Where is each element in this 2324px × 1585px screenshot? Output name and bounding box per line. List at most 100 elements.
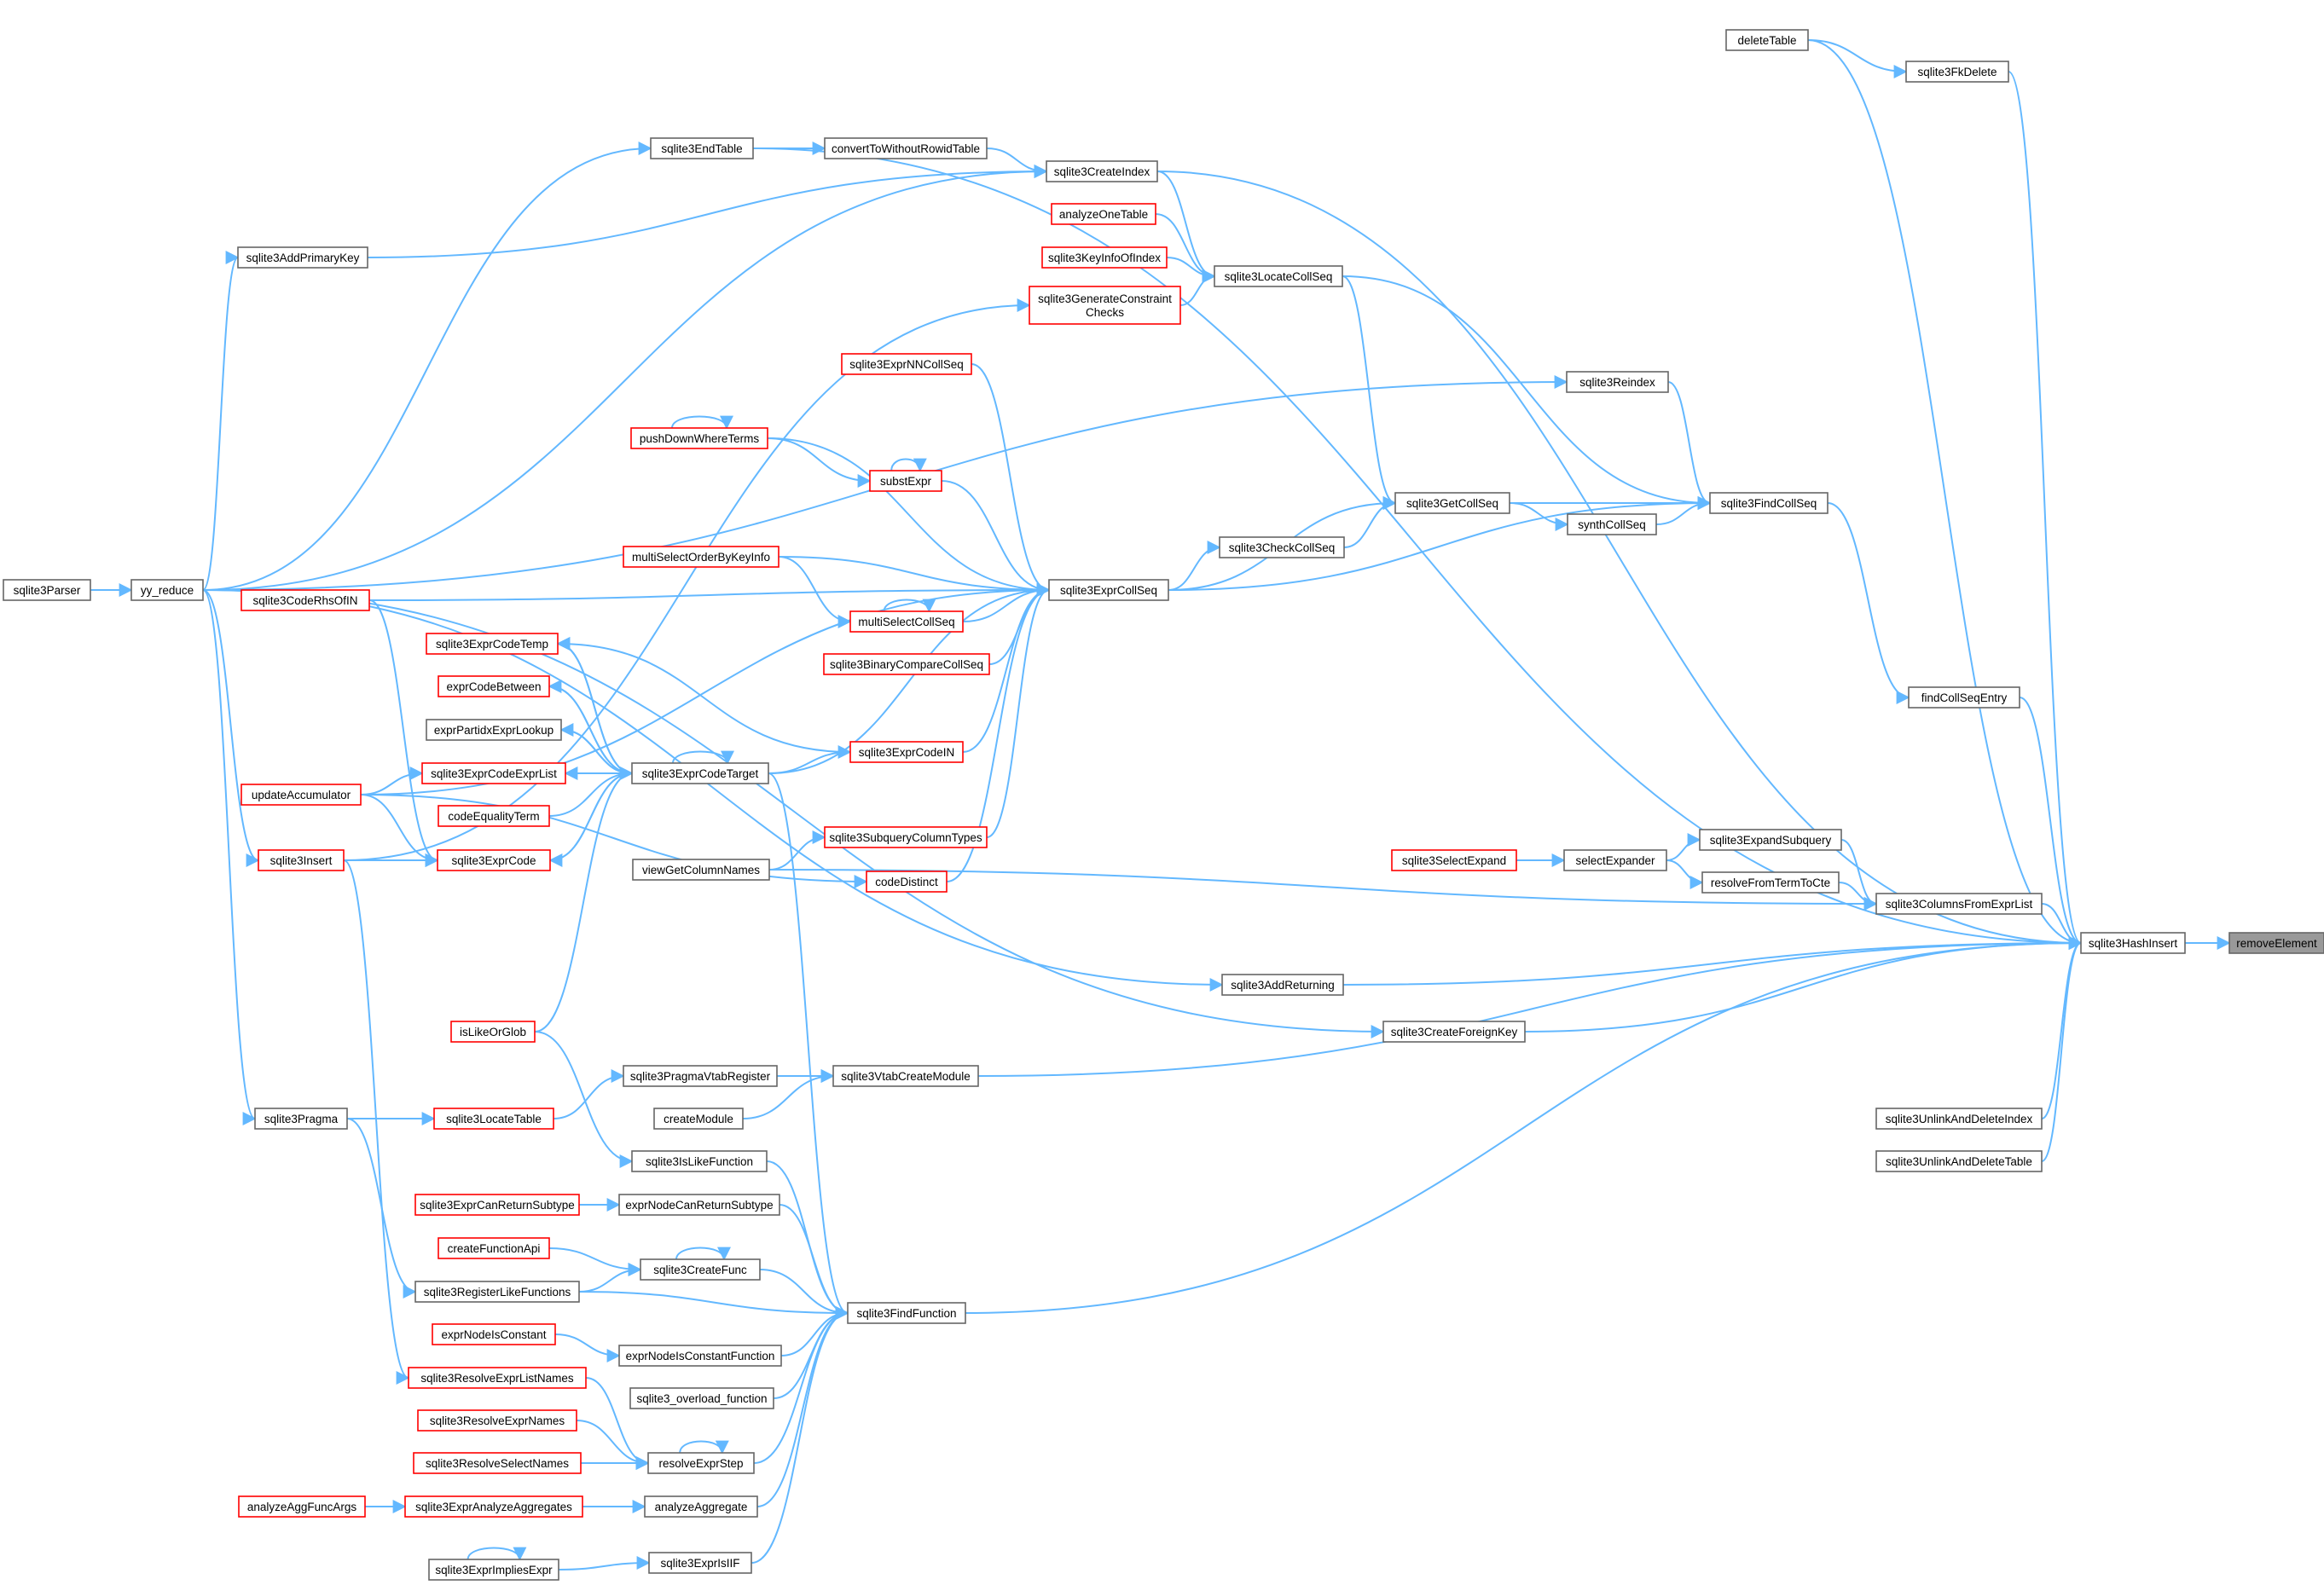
node-sqlite3ExpandSubquery[interactable]: sqlite3ExpandSubquery <box>1699 829 1842 851</box>
node-analyzeOneTable[interactable]: analyzeOneTable <box>1051 203 1156 225</box>
node-sqlite3ExprCodeExprList[interactable]: sqlite3ExprCodeExprList <box>421 762 566 784</box>
edge-sqlite3ResolveExprNames-to-resolveExprStep <box>576 1420 650 1470</box>
node-yy_reduce[interactable]: yy_reduce <box>130 579 204 601</box>
node-sqlite3_overload_function[interactable]: sqlite3_overload_function <box>629 1387 774 1409</box>
node-sqlite3KeyInfoOfIndex[interactable]: sqlite3KeyInfoOfIndex <box>1041 246 1168 269</box>
node-sqlite3ExprAnalyzeAggregates[interactable]: sqlite3ExprAnalyzeAggregates <box>404 1495 583 1518</box>
edge-selectExpander-to-sqlite3ExpandSubquery <box>1666 833 1701 861</box>
node-box <box>866 871 948 893</box>
node-sqlite3HashInsert[interactable]: sqlite3HashInsert <box>2080 932 2186 954</box>
node-analyzeAggFuncArgs[interactable]: analyzeAggFuncArgs <box>238 1495 366 1518</box>
node-removeElement[interactable]: removeElement <box>2228 932 2324 954</box>
node-sqlite3RegisterLikeFunctions[interactable]: sqlite3RegisterLikeFunctions <box>414 1281 580 1303</box>
node-sqlite3ExprCodeTarget[interactable]: sqlite3ExprCodeTarget <box>631 762 769 784</box>
node-deleteTable[interactable]: deleteTable <box>1725 29 1809 51</box>
node-sqlite3BinaryCompareCollSeq[interactable]: sqlite3BinaryCompareCollSeq <box>823 653 990 675</box>
node-box <box>1566 371 1669 393</box>
node-sqlite3CreateForeignKey[interactable]: sqlite3CreateForeignKey <box>1382 1021 1526 1043</box>
node-convertToWithoutRowidTable[interactable]: convertToWithoutRowidTable <box>824 137 988 159</box>
node-label: resolveFromTermToCte <box>1711 876 1830 889</box>
node-sqlite3ExprImpliesExpr[interactable]: sqlite3ExprImpliesExpr <box>428 1559 559 1581</box>
node-exprPartidxExprLookup[interactable]: exprPartidxExprLookup <box>426 719 562 741</box>
node-sqlite3AddPrimaryKey[interactable]: sqlite3AddPrimaryKey <box>237 246 368 269</box>
node-resolveExprStep[interactable]: resolveExprStep <box>647 1452 755 1474</box>
node-exprNodeCanReturnSubtype[interactable]: exprNodeCanReturnSubtype <box>618 1194 780 1216</box>
node-sqlite3LocateCollSeq[interactable]: sqlite3LocateCollSeq <box>1214 265 1343 287</box>
node-label: sqlite3AddPrimaryKey <box>246 252 360 264</box>
edge-sqlite3EndTable-to-sqlite3HashInsert <box>752 148 2083 950</box>
node-sqlite3FindCollSeq[interactable]: sqlite3FindCollSeq <box>1709 492 1828 514</box>
node-sqlite3FkDelete[interactable]: sqlite3FkDelete <box>1905 61 2009 83</box>
node-sqlite3SubqueryColumnTypes[interactable]: sqlite3SubqueryColumnTypes <box>824 826 988 848</box>
edge-multiSelectOrderByKeyInfo-to-sqlite3ExprCollSeq <box>778 556 1051 597</box>
node-sqlite3ExprCanReturnSubtype[interactable]: sqlite3ExprCanReturnSubtype <box>414 1194 580 1216</box>
node-sqlite3PragmaVtabRegister[interactable]: sqlite3PragmaVtabRegister <box>623 1065 778 1087</box>
node-sqlite3ExprCodeTemp[interactable]: sqlite3ExprCodeTemp <box>426 633 559 655</box>
edge-analyzeAggregate-to-sqlite3FindFunction <box>756 1306 849 1507</box>
node-sqlite3AddReturning[interactable]: sqlite3AddReturning <box>1221 974 1344 996</box>
node-sqlite3Reindex[interactable]: sqlite3Reindex <box>1566 371 1669 393</box>
node-isLikeOrGlob[interactable]: isLikeOrGlob <box>450 1021 536 1043</box>
node-sqlite3VtabCreateModule[interactable]: sqlite3VtabCreateModule <box>832 1065 979 1087</box>
node-sqlite3FindFunction[interactable]: sqlite3FindFunction <box>847 1302 966 1324</box>
node-exprCodeBetween[interactable]: exprCodeBetween <box>438 675 550 697</box>
node-box <box>438 805 550 827</box>
node-exprNodeIsConstant[interactable]: exprNodeIsConstant <box>432 1323 556 1345</box>
node-label: yy_reduce <box>141 584 194 597</box>
node-pushDownWhereTerms[interactable]: pushDownWhereTerms <box>630 427 768 449</box>
node-sqlite3ResolveExprListNames[interactable]: sqlite3ResolveExprListNames <box>408 1367 587 1389</box>
node-synthCollSeq[interactable]: synthCollSeq <box>1567 513 1657 535</box>
edge-exprNodeCanReturnSubtype-to-sqlite3FindFunction <box>779 1204 849 1320</box>
node-sqlite3Parser[interactable]: sqlite3Parser <box>3 579 91 601</box>
node-sqlite3CreateFunc[interactable]: sqlite3CreateFunc <box>640 1258 761 1281</box>
node-sqlite3ExprCode[interactable]: sqlite3ExprCode <box>437 849 551 871</box>
node-analyzeAggregate[interactable]: analyzeAggregate <box>644 1495 758 1518</box>
node-viewGetColumnNames[interactable]: viewGetColumnNames <box>632 859 770 881</box>
node-sqlite3CodeRhsOfIN[interactable]: sqlite3CodeRhsOfIN <box>241 589 370 611</box>
node-sqlite3ColumnsFromExprList[interactable]: sqlite3ColumnsFromExprList <box>1875 893 2043 915</box>
node-multiSelectCollSeq[interactable]: multiSelectCollSeq <box>849 610 964 633</box>
node-label: resolveExprStep <box>658 1457 743 1470</box>
node-sqlite3CheckCollSeq[interactable]: sqlite3CheckCollSeq <box>1219 536 1345 558</box>
node-sqlite3ExprIsIIF[interactable]: sqlite3ExprIsIIF <box>648 1552 752 1574</box>
node-findCollSeqEntry[interactable]: findCollSeqEntry <box>1908 686 2020 709</box>
node-resolveFromTermToCte[interactable]: resolveFromTermToCte <box>1701 871 1840 894</box>
node-sqlite3CreateIndex[interactable]: sqlite3CreateIndex <box>1046 160 1158 182</box>
node-selectExpander[interactable]: selectExpander <box>1563 849 1667 871</box>
node-box <box>438 675 550 697</box>
node-sqlite3ResolveSelectNames[interactable]: sqlite3ResolveSelectNames <box>413 1452 582 1474</box>
node-multiSelectOrderByKeyInfo[interactable]: multiSelectOrderByKeyInfo <box>623 546 779 568</box>
node-label: sqlite3ColumnsFromExprList <box>1886 898 2033 911</box>
node-sqlite3ResolveExprNames[interactable]: sqlite3ResolveExprNames <box>417 1409 577 1432</box>
node-sqlite3SelectExpand[interactable]: sqlite3SelectExpand <box>1391 849 1517 871</box>
node-codeDistinct[interactable]: codeDistinct <box>866 871 948 893</box>
node-label: sqlite3SubqueryColumnTypes <box>829 831 982 844</box>
node-createModule[interactable]: createModule <box>653 1108 744 1130</box>
node-sqlite3ExprCollSeq[interactable]: sqlite3ExprCollSeq <box>1048 579 1169 601</box>
node-sqlite3Insert[interactable]: sqlite3Insert <box>258 849 345 871</box>
node-updateAccumulator[interactable]: updateAccumulator <box>241 784 362 806</box>
node-label: sqlite3SelectExpand <box>1402 854 1506 867</box>
node-exprNodeIsConstantFunction[interactable]: exprNodeIsConstantFunction <box>618 1345 782 1367</box>
node-sqlite3ExprCodeIN[interactable]: sqlite3ExprCodeIN <box>849 741 964 763</box>
node-substExpr[interactable]: substExpr <box>869 470 942 492</box>
node-sqlite3EndTable[interactable]: sqlite3EndTable <box>650 137 754 159</box>
node-sqlite3Pragma[interactable]: sqlite3Pragma <box>254 1108 348 1130</box>
node-sqlite3UnlinkAndDeleteIndex[interactable]: sqlite3UnlinkAndDeleteIndex <box>1875 1108 2043 1130</box>
node-sqlite3GetCollSeq[interactable]: sqlite3GetCollSeq <box>1394 492 1510 514</box>
node-sqlite3ExprNNCollSeq[interactable]: sqlite3ExprNNCollSeq <box>841 353 972 375</box>
node-sqlite3LocateTable[interactable]: sqlite3LocateTable <box>433 1108 554 1130</box>
node-createFunctionApi[interactable]: createFunctionApi <box>438 1237 550 1259</box>
node-box <box>432 1323 556 1345</box>
node-codeEqualityTerm[interactable]: codeEqualityTerm <box>438 805 550 827</box>
node-label: sqlite3CheckCollSeq <box>1229 541 1336 554</box>
node-label: sqlite3FkDelete <box>1917 66 1997 78</box>
node-sqlite3IsLikeFunction[interactable]: sqlite3IsLikeFunction <box>631 1150 768 1172</box>
node-box <box>437 849 551 871</box>
node-box <box>1567 513 1657 535</box>
edge-exprNodeIsConstant-to-exprNodeIsConstantFunction <box>554 1333 621 1362</box>
node-label: sqlite3CreateForeignKey <box>1391 1026 1518 1038</box>
node-sqlite3UnlinkAndDeleteTable[interactable]: sqlite3UnlinkAndDeleteTable <box>1875 1150 2043 1172</box>
edge-exprCodeBetween-to-sqlite3ExprCodeTarget <box>548 685 634 780</box>
